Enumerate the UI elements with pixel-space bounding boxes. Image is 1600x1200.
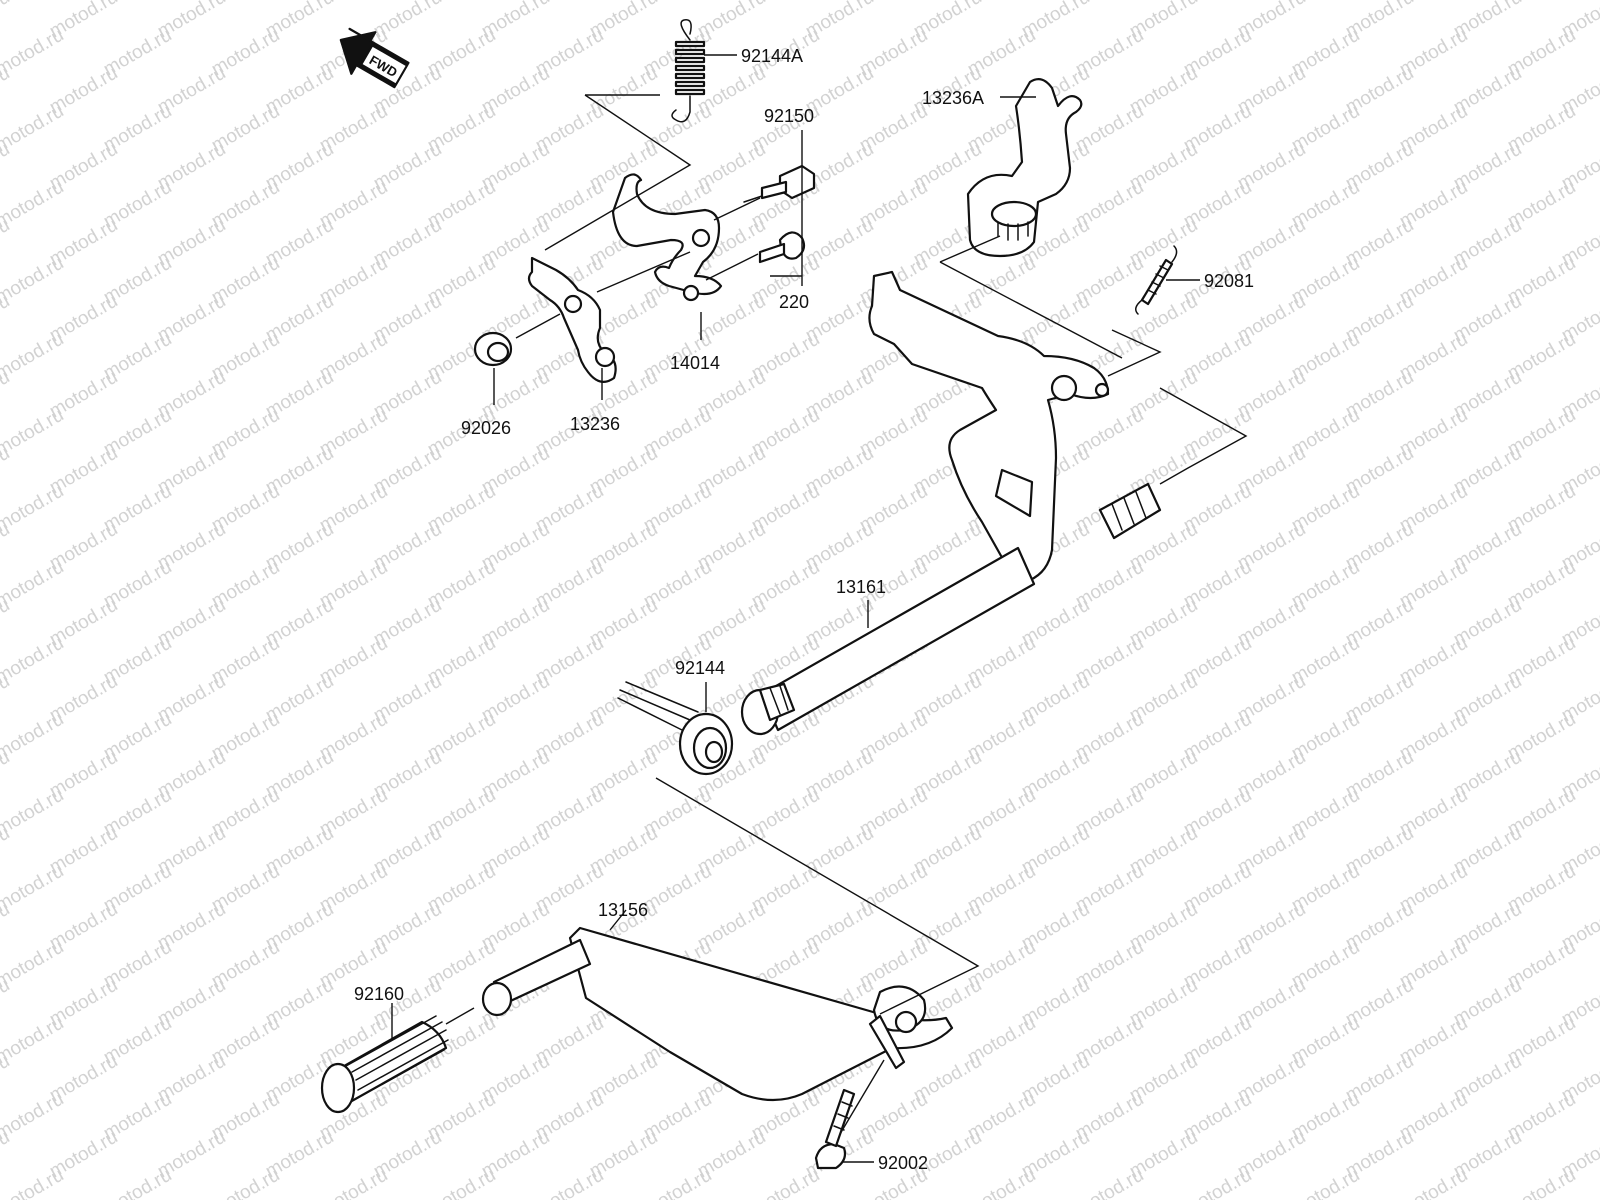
screw-220 (758, 231, 806, 264)
foot-rubber-92160 (320, 1015, 449, 1114)
watermark-text: motod.ru (0, 861, 67, 917)
main-explode-lines (445, 235, 1248, 1135)
label-13236: 13236 (570, 414, 620, 434)
label-92144: 92144 (675, 658, 725, 678)
spring-92144a (671, 19, 706, 123)
fwd-arrow-icon: FWD (339, 27, 410, 89)
watermark-text: motod.ru (0, 1089, 67, 1145)
watermark-text: motod.ru (1072, 1165, 1147, 1200)
watermark-text: motod.ru (964, 1165, 1039, 1200)
shift-lever-13156 (481, 926, 954, 1102)
label-92002: 92002 (878, 1153, 928, 1173)
watermark-text: motod.ru (0, 329, 67, 385)
watermark-text: motod.ru (0, 177, 67, 233)
watermark-text: motod.ru (532, 1165, 607, 1200)
watermark-text: motod.ru (316, 1165, 391, 1200)
washer-92026 (473, 331, 513, 367)
shift-plate-assembly (527, 173, 723, 383)
watermark-text: motod.ru (640, 1165, 715, 1200)
watermark-text: motod.ru (0, 785, 67, 841)
shift-shaft-13161 (740, 270, 1162, 736)
watermark-text: motod.ru (0, 0, 13, 42)
shift-fork-13236a (966, 77, 1083, 258)
watermark-text: motod.ru (1288, 1165, 1363, 1200)
label-92081: 92081 (1204, 271, 1254, 291)
label-13161: 13161 (836, 577, 886, 597)
watermark-text: motod.ru (0, 709, 67, 765)
label-14014: 14014 (670, 353, 720, 373)
spring-92081 (1135, 245, 1178, 315)
watermark-text: motod.ru (748, 1165, 823, 1200)
torsion-spring-92144 (617, 681, 734, 776)
watermark-text: motod.ru (1504, 1165, 1579, 1200)
watermark-text: motod.ru (0, 253, 67, 309)
watermark-text: motod.ru (0, 633, 67, 689)
label-92160: 92160 (354, 984, 404, 1004)
watermark-text: motod.ru (0, 557, 67, 613)
watermark-text: motod.ru (0, 1165, 67, 1200)
watermark-text: motod.ru (0, 937, 67, 993)
label-92150: 92150 (764, 106, 814, 126)
bolt-92002 (814, 1088, 856, 1170)
watermark-text: motod.ru (100, 1165, 175, 1200)
watermark-text: motod.ru (0, 405, 67, 461)
label-leaders (391, 54, 1200, 1163)
watermark-text: motod.ru (424, 1165, 499, 1200)
watermark-text: motod.ru (0, 481, 67, 537)
watermark-text: motod.ru (208, 1165, 283, 1200)
label-92026: 92026 (461, 418, 511, 438)
watermark-text: motod.ru (0, 25, 67, 81)
upper-left-explode-lines (515, 94, 761, 339)
watermark-text: motod.ru (1396, 1165, 1471, 1200)
part-labels: 92144A 92150 220 14014 92026 13236 13236… (354, 46, 1254, 1173)
watermark-text: motod.ru (0, 1013, 67, 1069)
label-92144a: 92144A (741, 46, 803, 66)
label-220: 220 (779, 292, 809, 312)
label-13156: 13156 (598, 900, 648, 920)
watermark-text: motod.ru (1180, 1165, 1255, 1200)
watermark-text: motod.ru (0, 101, 67, 157)
label-13236a: 13236A (922, 88, 984, 108)
